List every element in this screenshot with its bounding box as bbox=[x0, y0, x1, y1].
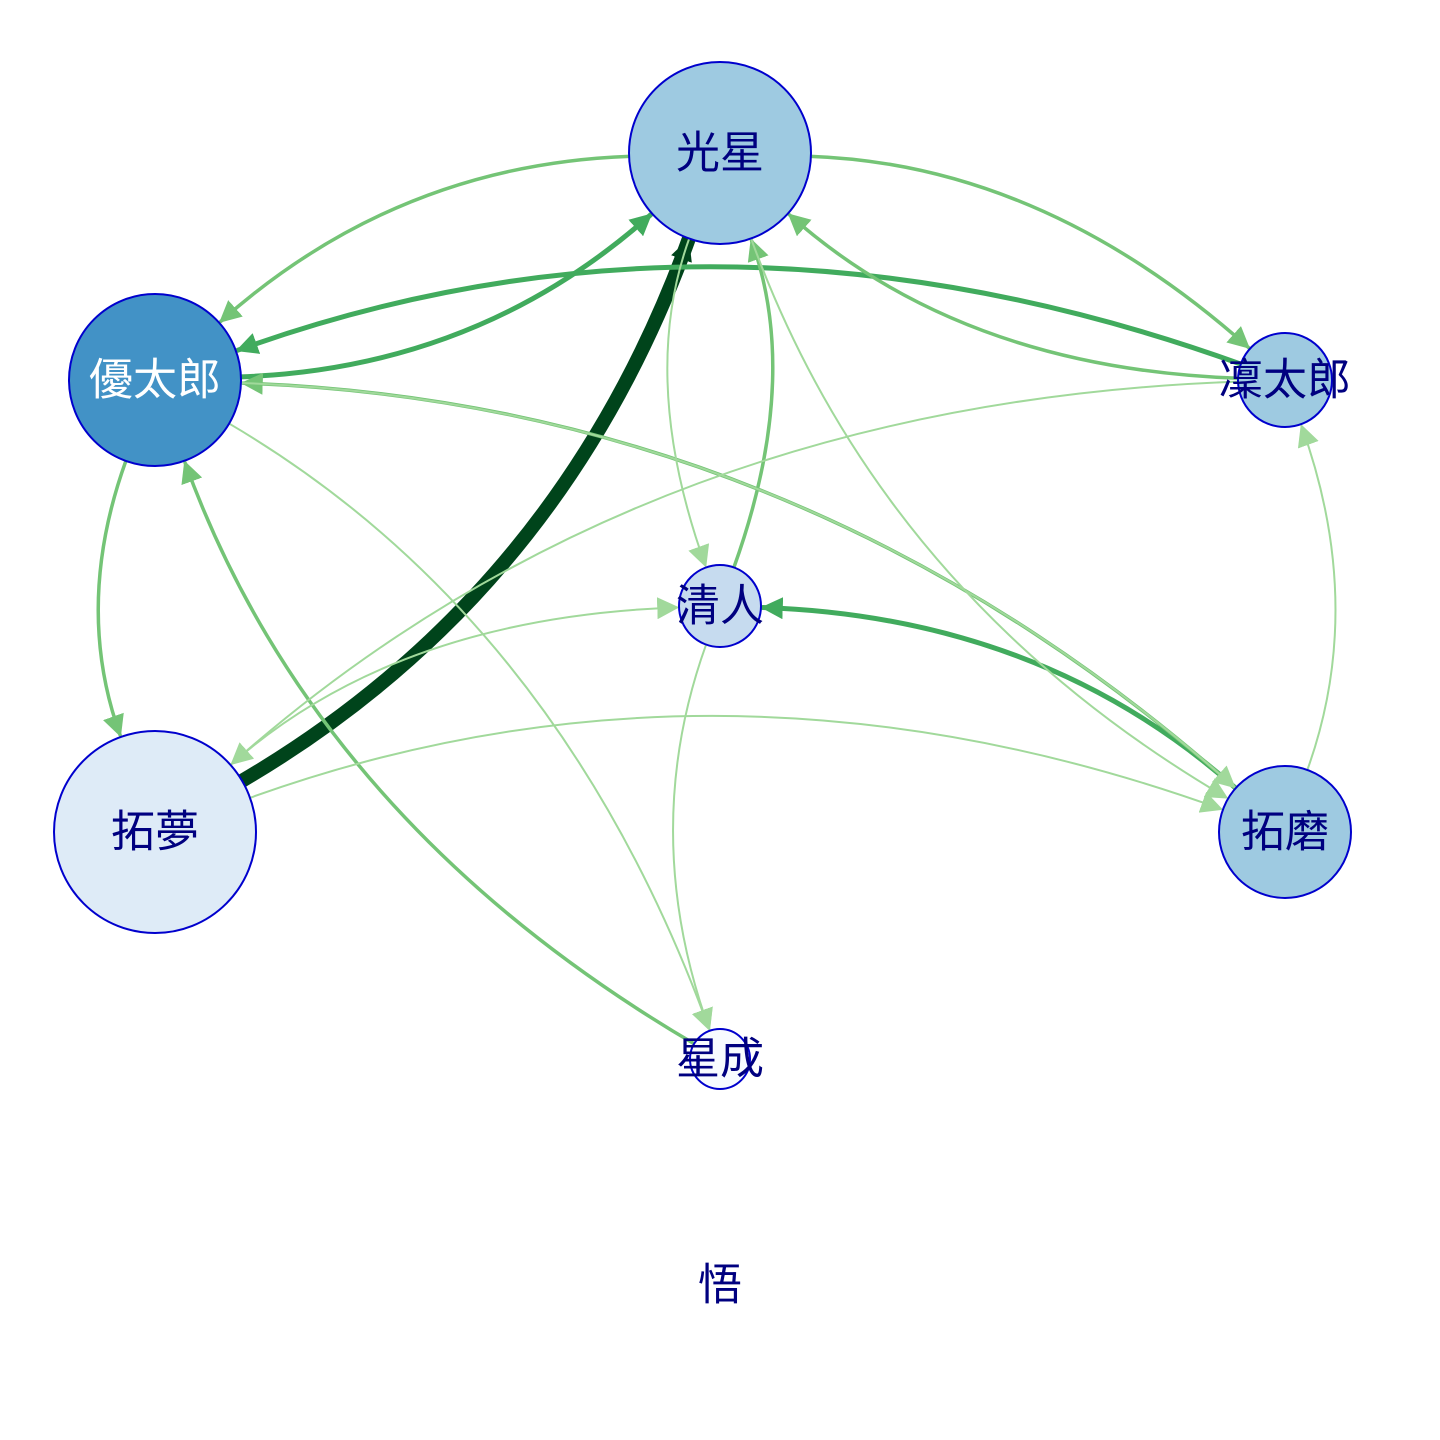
edge-seina-yutaro bbox=[181, 460, 696, 1046]
node-takuma: 拓磨 bbox=[1218, 765, 1352, 899]
node-circle-hikaru bbox=[628, 61, 812, 245]
node-label-takumu: 拓夢 bbox=[111, 807, 199, 858]
edge-yutaro-takumu bbox=[96, 459, 128, 738]
node-rintaro: 凜太郎 bbox=[1219, 332, 1351, 428]
edge-takuma-rintaro bbox=[1297, 424, 1337, 771]
node-circle-takuma bbox=[1218, 765, 1352, 899]
edges-layer bbox=[96, 154, 1337, 1046]
edge-hikaru-kiyoto bbox=[666, 237, 710, 568]
edge-takuma-kiyoto bbox=[760, 597, 1239, 791]
edge-takumu-kiyoto bbox=[229, 597, 680, 766]
edge-rintaro-yutaro bbox=[235, 264, 1244, 367]
edge-hikaru-rintaro bbox=[809, 154, 1251, 350]
node-hikaru: 光星 bbox=[628, 61, 812, 245]
node-satoru: 悟 bbox=[698, 1260, 742, 1311]
node-label-rintaro: 凜太郎 bbox=[1219, 355, 1351, 406]
edge-takumu-hikaru bbox=[235, 233, 696, 788]
node-kiyoto: 清人 bbox=[676, 564, 764, 648]
node-circle-seina bbox=[689, 1028, 751, 1090]
node-seina: 星成 bbox=[676, 1028, 764, 1090]
node-label-kiyoto: 清人 bbox=[676, 581, 764, 632]
edge-takumu-takuma bbox=[249, 714, 1224, 813]
edge-hikaru-takuma bbox=[750, 237, 1229, 799]
edge-rintaro-takumu bbox=[230, 380, 1240, 766]
node-circle-yutaro bbox=[68, 293, 242, 467]
node-circle-kiyoto bbox=[678, 564, 762, 648]
edge-kiyoto-seina bbox=[672, 643, 713, 1031]
edge-kiyoto-hikaru bbox=[732, 238, 775, 570]
edge-yutaro-takuma bbox=[239, 382, 1236, 789]
edge-hikaru-yutaro bbox=[218, 154, 631, 324]
edge-yutaro-hikaru bbox=[238, 212, 654, 380]
node-circle-rintaro bbox=[1237, 332, 1333, 428]
node-takumu: 拓夢 bbox=[53, 730, 257, 934]
node-label-hikaru: 光星 bbox=[676, 128, 764, 179]
node-label-satoru: 悟 bbox=[698, 1260, 742, 1311]
node-circle-takumu bbox=[53, 730, 257, 934]
edge-yutaro-seina bbox=[228, 422, 713, 1031]
node-yutaro: 優太郎 bbox=[68, 293, 242, 467]
node-label-seina: 星成 bbox=[676, 1034, 764, 1085]
node-label-takuma: 拓磨 bbox=[1241, 807, 1329, 858]
node-label-yutaro: 優太郎 bbox=[89, 355, 221, 406]
edge-rintaro-hikaru bbox=[787, 213, 1240, 381]
